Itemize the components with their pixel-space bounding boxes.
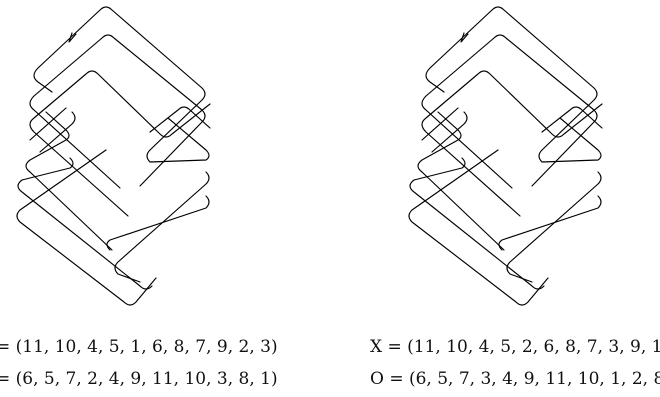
right-orientation-arrow bbox=[460, 32, 469, 43]
left-strand-8 bbox=[16, 149, 157, 306]
right-strand-3 bbox=[421, 70, 603, 217]
right-strand-9 bbox=[506, 171, 602, 283]
right-strand-10 bbox=[498, 195, 602, 251]
left-strand-9 bbox=[114, 171, 210, 283]
left-caption-x: = (11, 10, 4, 5, 1, 6, 8, 7, 9, 2, 3) bbox=[0, 337, 278, 357]
right-caption-x: X = (11, 10, 4, 5, 2, 6, 8, 7, 3, 9, 1 bbox=[370, 337, 660, 357]
right-strand-5 bbox=[538, 117, 602, 163]
right-strand-2 bbox=[421, 34, 598, 189]
left-strand-4 bbox=[29, 106, 211, 153]
left-strand-5 bbox=[146, 117, 210, 163]
right-strand-7 bbox=[409, 157, 545, 290]
left-strand-3 bbox=[29, 70, 211, 217]
right-caption-o: O = (6, 5, 7, 3, 4, 9, 11, 10, 1, 2, 8 bbox=[370, 369, 660, 389]
right-strand-6 bbox=[417, 111, 505, 251]
left-strand-7 bbox=[17, 157, 153, 290]
right-strand-8 bbox=[408, 149, 549, 306]
right-strand-4 bbox=[421, 106, 603, 153]
left-strand-6 bbox=[25, 111, 113, 251]
left-caption-o: = (6, 5, 7, 2, 4, 9, 11, 10, 3, 8, 1) bbox=[0, 369, 278, 389]
left-orientation-arrow bbox=[68, 32, 77, 43]
left-outer-strand bbox=[33, 6, 206, 151]
right-outer-strand bbox=[425, 6, 598, 151]
left-strand-10 bbox=[106, 195, 210, 251]
